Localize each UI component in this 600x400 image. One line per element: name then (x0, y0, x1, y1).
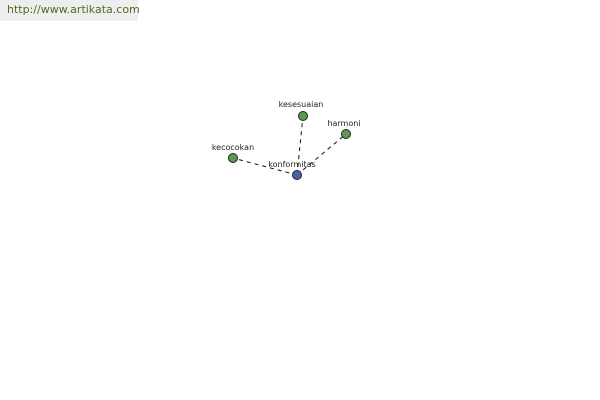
label-kecocokan[interactable]: kecocokan (212, 143, 254, 152)
node-harmoni[interactable] (341, 129, 351, 139)
site-banner: http://www.artikata.com (0, 0, 140, 21)
edge-konformitas-harmoni (296, 133, 347, 176)
graph-nodes (228, 111, 351, 180)
label-harmoni[interactable]: harmoni (327, 119, 360, 128)
label-konformitas[interactable]: konformitas (268, 160, 315, 169)
edge-konformitas-kecocokan (232, 157, 298, 176)
site-url-link[interactable]: http://www.artikata.com (7, 3, 140, 16)
graph-edges (232, 115, 347, 176)
node-konformitas[interactable] (292, 170, 302, 180)
edge-konformitas-kesesuaian (296, 115, 304, 176)
label-kesesuaian[interactable]: kesesuaian (279, 100, 324, 109)
node-kecocokan[interactable] (228, 153, 238, 163)
graph-labels: kesesuaian harmoni kecocokan konformitas (212, 100, 361, 169)
node-kesesuaian[interactable] (298, 111, 308, 121)
